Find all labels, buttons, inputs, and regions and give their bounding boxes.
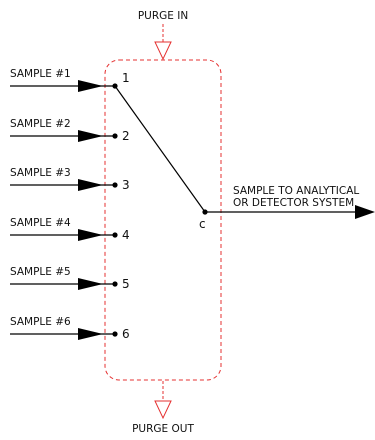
sample-arrow-icon	[78, 278, 103, 290]
sample-input-row: SAMPLE #2 2	[10, 118, 130, 143]
port-number: 6	[122, 327, 130, 341]
sample-input-row: SAMPLE #1 1	[10, 68, 130, 92]
port-dot	[112, 331, 118, 337]
purge-in-label: PURGE IN	[138, 10, 188, 22]
port-number: 4	[122, 228, 130, 242]
common-port-label: c	[199, 217, 206, 231]
sample-input-row: SAMPLE #3 3	[10, 167, 130, 192]
port-number: 5	[122, 277, 130, 291]
port-dot	[112, 281, 118, 287]
output-arrow-icon	[355, 205, 375, 219]
purge-out-label: PURGE OUT	[132, 423, 194, 435]
port-number: 2	[122, 129, 130, 143]
sample-input-row: SAMPLE #6 6	[10, 316, 130, 341]
sample-label: SAMPLE #3	[10, 167, 71, 179]
rotor-arm	[114, 85, 206, 213]
sample-arrow-icon	[78, 229, 103, 241]
sample-label: SAMPLE #5	[10, 266, 71, 278]
output-label-line2: OR DETECTOR SYSTEM	[233, 197, 354, 209]
purge-in-arrow-icon	[154, 41, 172, 61]
port-dot	[112, 232, 118, 238]
port-dot	[112, 182, 118, 188]
output-label-line1: SAMPLE TO ANALYTICAL	[233, 185, 359, 197]
port-number: 1	[122, 71, 130, 85]
port-dot	[112, 133, 118, 139]
sample-arrow-icon	[78, 328, 103, 340]
port-number: 3	[122, 178, 130, 192]
sample-arrow-icon	[78, 80, 103, 92]
sample-input-row: SAMPLE #5 5	[10, 266, 130, 291]
sample-label: SAMPLE #4	[10, 217, 71, 229]
sample-label: SAMPLE #1	[10, 68, 71, 80]
sample-input-row: SAMPLE #4 4	[10, 217, 130, 242]
purge-out-arrow-icon	[154, 400, 172, 420]
sample-label: SAMPLE #2	[10, 118, 71, 130]
sample-arrow-icon	[78, 179, 103, 191]
sample-label: SAMPLE #6	[10, 316, 71, 328]
sample-arrow-icon	[78, 130, 103, 142]
